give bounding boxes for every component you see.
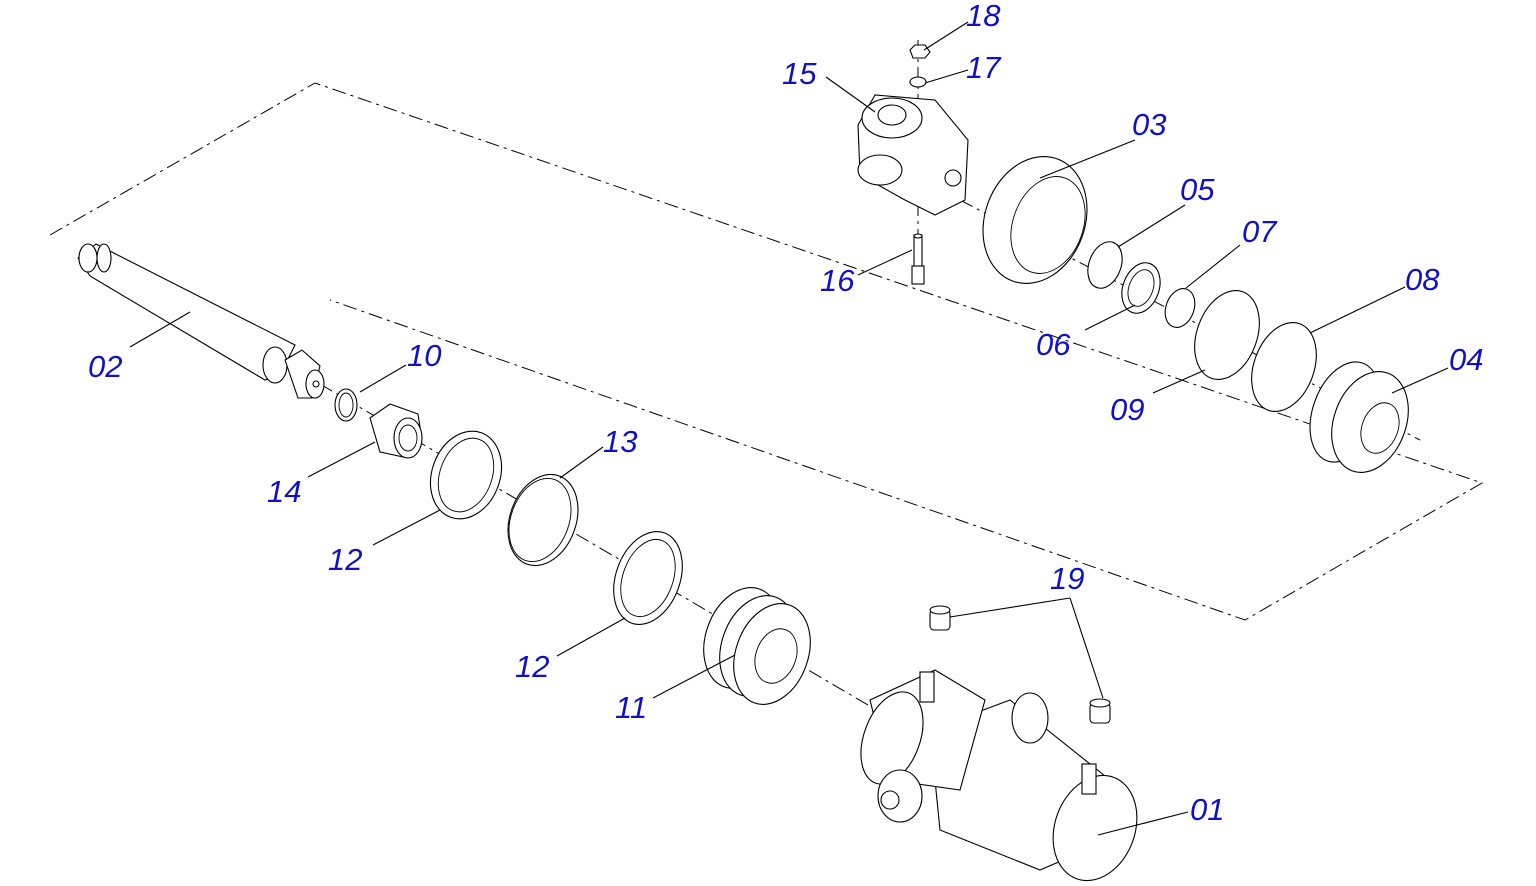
washer bbox=[909, 76, 927, 88]
label-06: 06 bbox=[1036, 327, 1071, 362]
o-ring-08 bbox=[1251, 322, 1317, 412]
small-nut bbox=[909, 44, 931, 59]
bolt-pin bbox=[911, 233, 925, 285]
label-19: 19 bbox=[1050, 561, 1084, 596]
label-18: 18 bbox=[966, 0, 1001, 33]
piston-rod bbox=[77, 243, 325, 399]
label-10: 10 bbox=[407, 338, 441, 373]
seal-ring-12-lower bbox=[613, 531, 683, 625]
label-12-lower: 12 bbox=[515, 649, 549, 684]
o-ring-09 bbox=[1194, 290, 1260, 380]
label-07: 07 bbox=[1242, 214, 1278, 249]
piston bbox=[703, 587, 811, 705]
cylinder-head bbox=[982, 156, 1088, 284]
wiper-ring bbox=[1087, 241, 1123, 289]
label-14: 14 bbox=[267, 474, 301, 509]
cylinder-body bbox=[860, 669, 1138, 882]
label-03: 03 bbox=[1132, 107, 1166, 142]
label-13: 13 bbox=[603, 424, 637, 459]
label-09: 09 bbox=[1110, 392, 1144, 427]
label-08: 08 bbox=[1405, 262, 1440, 297]
label-16: 16 bbox=[820, 263, 855, 298]
leader-lines bbox=[129, 21, 1449, 836]
guide-band bbox=[507, 473, 579, 567]
label-12-upper: 12 bbox=[328, 542, 362, 577]
label-05: 05 bbox=[1180, 172, 1215, 207]
rod-guide-bushing bbox=[1309, 361, 1409, 473]
assembly-outline bbox=[49, 82, 1484, 621]
label-17: 17 bbox=[966, 50, 1002, 85]
plug-caps bbox=[929, 605, 1111, 724]
o-ring-10 bbox=[334, 388, 358, 422]
label-02: 02 bbox=[88, 349, 122, 384]
backup-ring bbox=[1164, 288, 1196, 328]
rod-seal bbox=[1121, 262, 1161, 314]
label-04: 04 bbox=[1449, 342, 1483, 377]
seal-ring-12-upper bbox=[429, 430, 503, 520]
label-11: 11 bbox=[615, 690, 647, 725]
hex-nut bbox=[369, 403, 423, 459]
rod-eye-clevis bbox=[857, 94, 969, 216]
label-01: 01 bbox=[1190, 792, 1224, 827]
label-15: 15 bbox=[782, 56, 817, 91]
